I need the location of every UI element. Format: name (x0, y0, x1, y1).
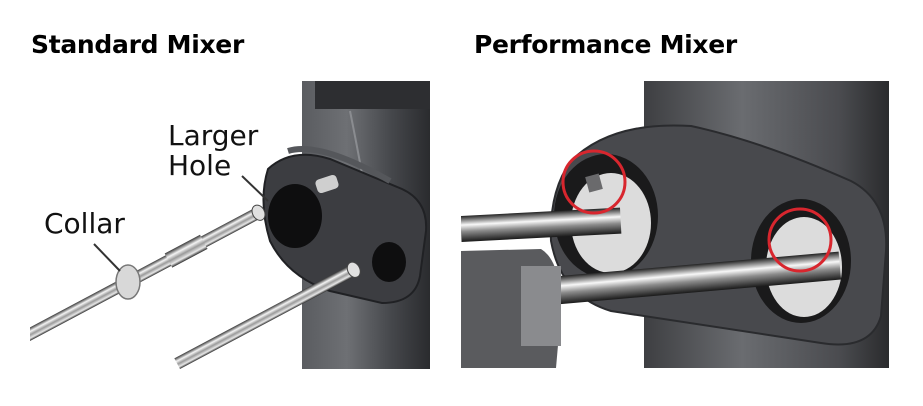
collar (115, 264, 141, 300)
performance-mixer-drawing (461, 81, 889, 368)
performance-mixer-title: Performance Mixer (474, 30, 737, 59)
standard-mixer-title: Standard Mixer (31, 30, 244, 59)
standard-mixer-drawing (30, 81, 430, 369)
performance-mixer-illustration (461, 81, 889, 368)
larger-hole (268, 184, 322, 248)
larger-hole-label: Larger Hole (168, 121, 258, 181)
collar-label: Collar (44, 207, 125, 240)
highlight-circle-left (561, 149, 627, 215)
larger-hole-label-line1: Larger (168, 119, 259, 152)
highlight-circle-right (767, 207, 833, 273)
larger-hole-label-line2: Hole (168, 149, 232, 182)
standard-mixer-illustration: Larger Hole Collar (30, 81, 430, 369)
